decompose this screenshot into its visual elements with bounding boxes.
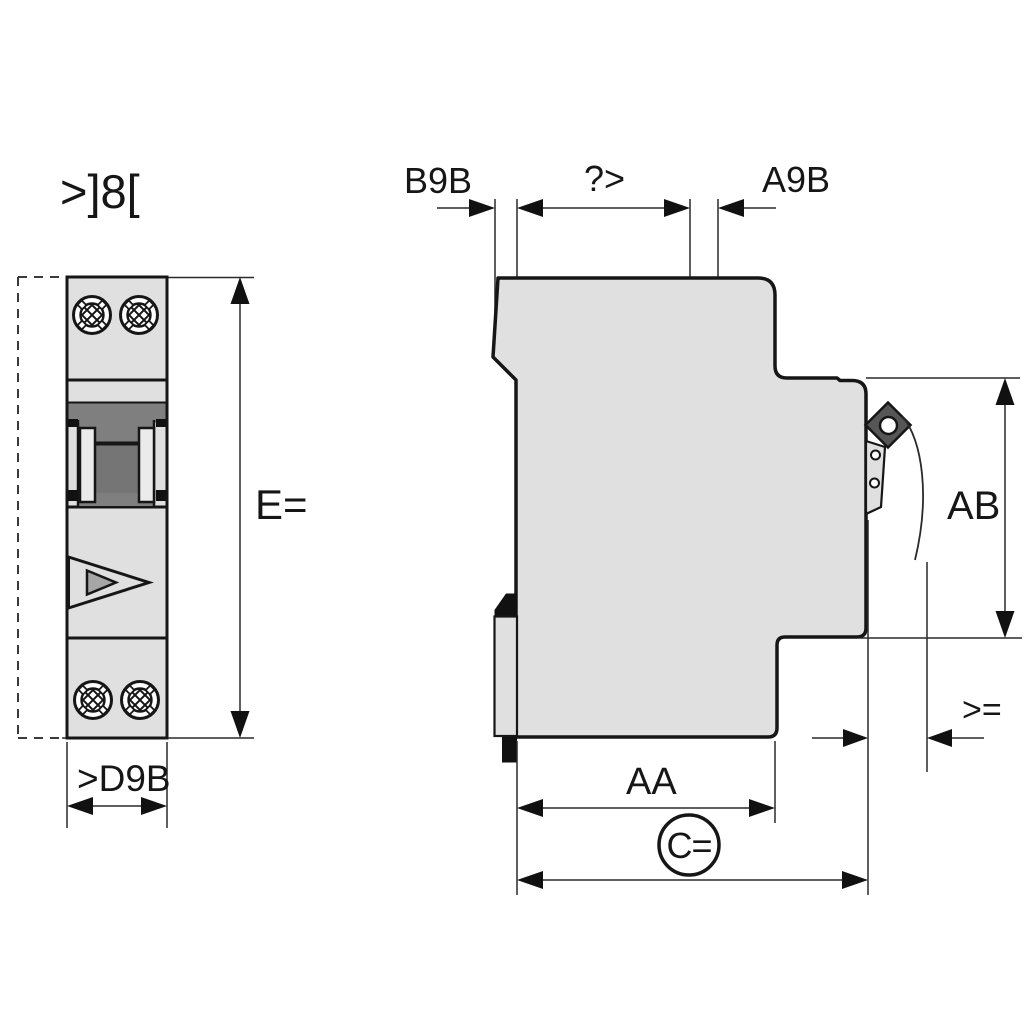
arrowhead-right — [749, 799, 775, 817]
label-depth-top: ?> — [584, 158, 625, 199]
arrow-marking — [67, 554, 154, 611]
arrowhead-left — [927, 729, 952, 747]
label-AA: AA — [626, 761, 677, 803]
screw-top-right — [121, 297, 158, 334]
label-height-E: E= — [255, 481, 308, 528]
label-width-D9B: >D9B — [77, 758, 171, 799]
drawing-code-label: >]8[ — [60, 165, 140, 218]
clip-slider — [864, 439, 887, 516]
arrowhead-down — [230, 711, 250, 738]
toggle-lever-left — [78, 426, 97, 504]
dimension-AB — [858, 377, 1022, 639]
label-clip-protrusion: >= — [962, 691, 1002, 729]
side-body — [491, 276, 868, 739]
toggle-lever-right — [137, 426, 156, 504]
front-section-lines — [67, 378, 167, 640]
arrowhead-left — [517, 871, 543, 889]
front-clip-parts — [493, 593, 519, 763]
c-dimension-circle — [657, 813, 721, 877]
screw-bottom-right — [122, 682, 159, 719]
front-bottom-tab — [502, 737, 517, 763]
front-view — [17, 275, 254, 828]
label-C-total: C= — [666, 825, 711, 866]
dimension-AA — [516, 741, 776, 895]
clip-hole-lower — [869, 477, 880, 489]
side-view — [437, 199, 1022, 895]
arrowhead-left — [67, 797, 93, 815]
recess-corner-marks — [68, 419, 166, 501]
dimension-A9B — [718, 199, 776, 217]
arrowhead-right — [842, 871, 868, 889]
label-A9B: A9B — [762, 159, 830, 200]
toggle-center — [95, 445, 139, 493]
dimension-B9B — [437, 199, 495, 217]
arrowhead-right — [843, 729, 868, 747]
arrowhead-left — [517, 799, 543, 817]
front-hook — [494, 593, 517, 617]
arrowhead-up — [995, 378, 1015, 405]
dimension-clip-protrusion — [812, 520, 984, 895]
screw-bottom-left — [75, 682, 112, 719]
arrowhead-up — [230, 277, 250, 304]
label-AB: AB — [947, 484, 1000, 528]
screw-top-left — [74, 297, 111, 334]
arrowhead-down — [995, 611, 1015, 638]
clip-hole-upper — [870, 449, 881, 461]
arrowhead-left — [517, 199, 543, 217]
dimension-C-total — [517, 813, 868, 889]
dimension-depth-top — [517, 199, 690, 217]
arrowhead-left — [718, 199, 744, 217]
clip-diamond-hole — [878, 415, 899, 436]
toggle-recess — [68, 403, 166, 507]
din-rail-clip — [863, 400, 924, 561]
arrowhead-right — [469, 199, 495, 217]
front-clip-strip — [493, 615, 519, 738]
label-B9B: B9B — [404, 160, 472, 201]
clip-travel-arc — [901, 415, 924, 561]
dimension-width-D9B — [66, 742, 168, 828]
dashed-module-outline — [17, 276, 67, 739]
dimension-height-E — [230, 277, 250, 738]
arrowhead-right — [664, 199, 690, 217]
arrowhead-right — [141, 797, 167, 815]
